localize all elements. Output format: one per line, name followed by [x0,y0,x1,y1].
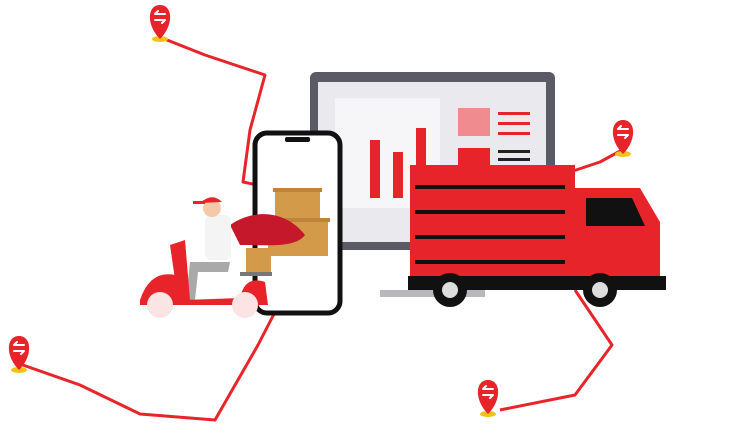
location-pin-icon [611,119,635,158]
parcel-box-icon [246,188,330,273]
route-lines [19,36,623,422]
location-pin-icon [476,379,500,418]
route-line-bottom-left [19,311,277,422]
bar-chart-icon [370,128,426,198]
route-line-right [569,148,623,174]
route-line-top [161,36,267,188]
delivery-truck-icon [408,165,666,307]
scooter-courier-icon [140,197,305,318]
route-line-bottom-right [499,289,614,412]
location-pin-icon [148,4,172,43]
